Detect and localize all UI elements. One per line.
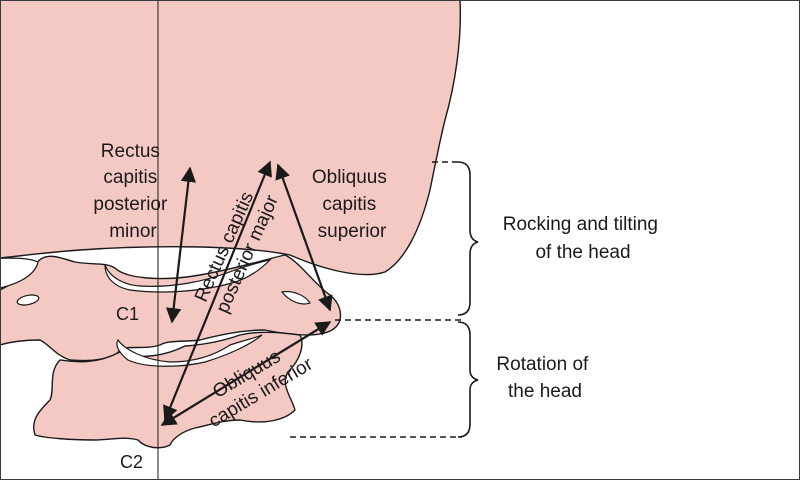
c1-transverse-foramen bbox=[16, 294, 40, 306]
c1-foramen-left bbox=[0, 257, 39, 289]
obliquus-superior-arrow bbox=[275, 163, 333, 312]
brace-rocking bbox=[457, 161, 479, 316]
label-c1: C1 bbox=[116, 304, 139, 324]
label-c2: C2 bbox=[120, 452, 143, 472]
label-rectus-minor: Rectus capitis posterior minor bbox=[93, 141, 172, 242]
label-rocking: Rocking and tilting of the head bbox=[503, 214, 664, 263]
obliquus-inferior-arrow bbox=[160, 321, 332, 426]
label-obliquus-superior: Obliquus capitis superior bbox=[312, 167, 392, 242]
label-rotation: Rotation of the head bbox=[496, 354, 593, 402]
occipital-bone bbox=[0, 0, 462, 276]
brace-rotation bbox=[457, 321, 479, 438]
